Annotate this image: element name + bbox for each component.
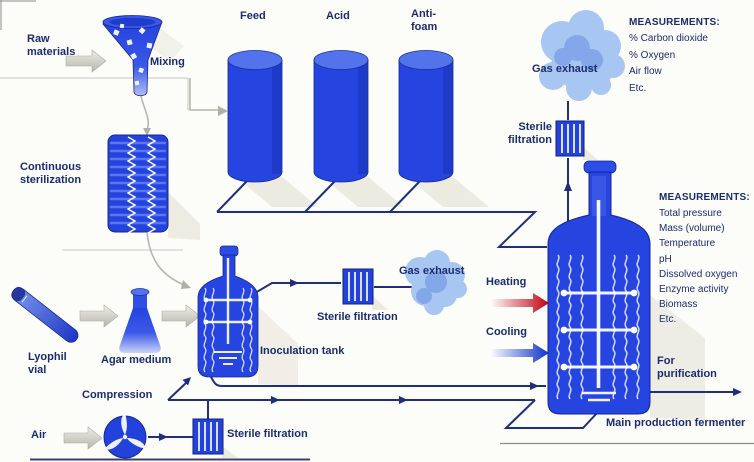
- acid-tank: [313, 50, 369, 183]
- continuous-sterilization-label: Continuous sterilization: [20, 161, 82, 186]
- agar-to-inoculation-arrow: [161, 304, 201, 328]
- inoculation-tank-label: Inoculation tank: [260, 345, 345, 357]
- measurements-gas-heading: MEASUREMENTS:: [629, 17, 720, 28]
- raw-materials-arrow: [65, 49, 107, 73]
- measurement-item: Total pressure: [659, 208, 722, 219]
- agar-flask: [119, 288, 161, 353]
- mixing-label: Mixing: [150, 56, 185, 68]
- main-fermenter: [547, 160, 651, 415]
- compression-label: Compression: [82, 389, 153, 401]
- measurement-item: Biomass: [659, 299, 698, 311]
- measurement-item: Dissolved oxygen: [659, 268, 738, 280]
- mixing-funnel: [102, 15, 163, 97]
- gray-arrowheads: [143, 106, 228, 289]
- inoculation-tank: [197, 245, 259, 378]
- flow-block-arrows: [63, 49, 201, 450]
- measurements-fermenter-heading: MEASUREMENTS:: [659, 192, 750, 203]
- continuous-sterilizer: [107, 134, 169, 234]
- cooling-arrow: [490, 343, 549, 363]
- compression-fan: [103, 413, 147, 459]
- gray-transfer-lines: [140, 78, 218, 286]
- gas-exhaust-mid-cloud: [405, 250, 467, 315]
- sterile-filter-mid: [342, 268, 374, 305]
- gas-exhaust-top-cloud: [539, 10, 625, 101]
- sterile-filtration-top-label: Sterile filtration: [508, 121, 552, 146]
- measurement-item: Etc.: [659, 314, 677, 326]
- measurement-item: Etc.: [629, 82, 647, 94]
- main-production-fermenter-label: Main production fermenter: [606, 417, 746, 429]
- drop-shadows: [152, 28, 705, 458]
- measurement-item: % Oxygen: [629, 49, 676, 61]
- air-arrow: [63, 426, 103, 450]
- cooling-label: Cooling: [486, 326, 527, 338]
- heating-arrow: [490, 293, 549, 313]
- lyophil-vial: [11, 286, 79, 343]
- air-label: Air: [31, 429, 47, 441]
- sterile-filtration-air-label: Sterile filtration: [227, 428, 308, 440]
- lyophil-vial-label: Lyophil vial: [28, 351, 67, 376]
- sterile-filter-top: [555, 120, 585, 157]
- heating-label: Heating: [486, 276, 527, 288]
- measurement-item: Temperature: [659, 238, 716, 250]
- measurement-item: pH: [659, 253, 672, 265]
- feed-label: Feed: [240, 10, 266, 22]
- air-line: [148, 381, 599, 438]
- anti-foam-tank: [398, 50, 454, 183]
- acid-label: Acid: [326, 10, 350, 22]
- sterile-filter-air: [192, 418, 224, 455]
- raw-materials-label: Raw materials: [27, 33, 76, 58]
- measurement-item: Mass (volume): [659, 223, 725, 235]
- gas-exhaust-mid-label: Gas exhaust: [399, 265, 465, 277]
- feed-tank: [227, 50, 283, 183]
- measurement-item: Air flow: [629, 66, 662, 77]
- lyophil-to-agar-arrow: [79, 304, 119, 328]
- for-purification-label: For purification: [657, 355, 717, 380]
- anti-foam-label: Anti-foam: [411, 8, 438, 33]
- inoculation-transfer-line: [210, 376, 546, 387]
- sterile-filtration-mid-label: Sterile filtration: [317, 311, 398, 323]
- measurement-item: Enzyme activity: [659, 284, 729, 296]
- gas-exhaust-top-label: Gas exhaust: [532, 63, 598, 75]
- feed-lines: [216, 180, 547, 248]
- agar-medium-label: Agar medium: [101, 354, 172, 366]
- measurement-item: % Carbon dioxide: [629, 33, 708, 44]
